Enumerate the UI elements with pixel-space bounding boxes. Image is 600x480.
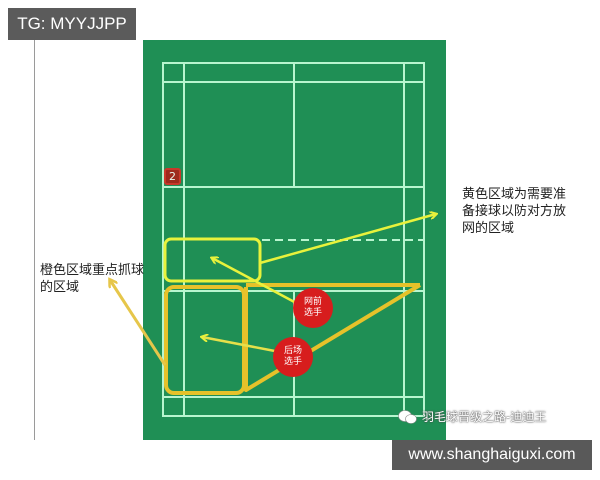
orange-zone xyxy=(164,283,422,395)
back-player-marker xyxy=(273,337,313,377)
arrow-front-player xyxy=(212,258,301,307)
arrow-to-yellow-note xyxy=(259,214,436,265)
left-divider xyxy=(34,40,35,440)
yellow-zone-note: 黄色区域为需要准备接球以防对方放网的区域 xyxy=(462,187,567,236)
watermark: 羽毛球晋级之路-迪迪王 xyxy=(398,408,546,425)
arrow-to-orange-note xyxy=(110,280,167,366)
back-player-label-line1: 后场 xyxy=(283,346,302,356)
court-number-badge: 2 xyxy=(164,168,181,185)
watermark-text: 羽毛球晋级之路-迪迪王 xyxy=(422,410,547,424)
arrow-back-player xyxy=(202,337,281,354)
front-player-label: 网前 选手 xyxy=(298,297,328,319)
front-player-label-line1: 网前 xyxy=(303,297,322,307)
yellow-zone xyxy=(163,237,262,283)
front-player-marker xyxy=(293,288,333,328)
back-player-label-line2: 选手 xyxy=(283,357,302,367)
url-badge: www.shanghaiguxi.com xyxy=(392,440,592,470)
orange-zone-note: 橙色区域重点抓球的区域 xyxy=(40,263,145,295)
front-player-label-line2: 选手 xyxy=(303,308,322,318)
wechat-icon xyxy=(398,409,418,424)
back-player-label: 后场 选手 xyxy=(278,346,308,368)
tag-badge: TG: MYYJJPP xyxy=(8,8,136,40)
